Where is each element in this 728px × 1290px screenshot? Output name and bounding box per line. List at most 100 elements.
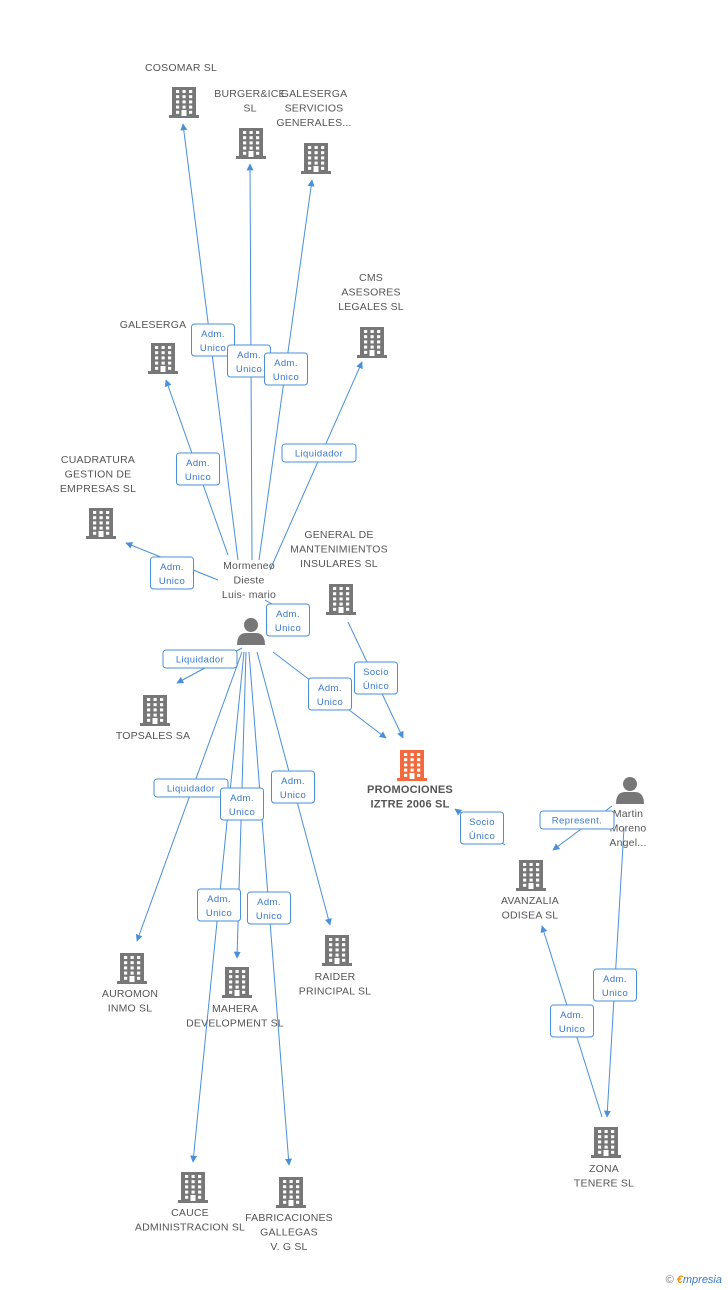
node-cosomar[interactable]: COSOMAR SL <box>145 62 217 118</box>
edge-label-18[interactable]: Adm. Unico <box>550 1004 594 1038</box>
edge-label-text: Unico <box>275 623 301 634</box>
edge-label-text: Adm. <box>207 894 231 905</box>
edge-label-box <box>247 891 291 925</box>
node-label: Angel... <box>609 837 646 849</box>
edge-label-2[interactable]: Adm.Unico <box>264 352 308 386</box>
node-galeserga_serv[interactable]: GALESERGA SERVICIOS GENERALES... <box>276 88 351 174</box>
edge-label-box <box>354 661 398 695</box>
node-label: BURGER&ICE <box>214 88 285 100</box>
edge-label-5[interactable]: Adm.Unico <box>150 556 194 590</box>
edge-label-text: Liquidador <box>176 655 224 666</box>
edge-label-text: Represent. <box>552 816 602 827</box>
node-martin[interactable]: MartinMorenoAngel... <box>609 777 646 849</box>
edge-label-text: Adm. <box>186 458 210 469</box>
node-promociones[interactable]: PROMOCIONES IZTRE 2006 SL <box>367 750 453 811</box>
building-icon <box>276 1177 306 1208</box>
node-label: MAHERA <box>212 1003 258 1015</box>
edge-label-text: Unico <box>206 908 232 919</box>
edge-mormeneo-to-cms <box>269 361 363 571</box>
edge-label-text: Adm. <box>257 897 281 908</box>
node-label: CUADRATURA <box>61 454 135 466</box>
edge-label-17[interactable]: Adm.Unico <box>593 968 637 1002</box>
edge-label-14[interactable]: Adm.Unico <box>266 603 310 637</box>
building-icon <box>148 343 178 374</box>
edge-label-4[interactable]: Adm.Unico <box>176 452 220 486</box>
node-label: GENERAL DE <box>304 529 373 541</box>
edge-label-0[interactable]: Adm.Unico <box>191 323 235 357</box>
edge-label-text: Liquidador <box>295 449 343 460</box>
edge-label-box <box>308 677 352 711</box>
building-icon <box>516 860 546 891</box>
copyright-symbol: © <box>665 1274 674 1286</box>
node-label: IZTRE 2006 SL <box>370 799 449 811</box>
edge-label-text: Unico <box>280 790 306 801</box>
edge-line <box>269 361 363 571</box>
node-label: ASESORES <box>341 287 400 299</box>
node-label: SL <box>243 103 256 115</box>
copyright-notice: © €mpresia <box>666 1274 722 1286</box>
edge-label-box <box>539 810 615 830</box>
edge-label-text: Adm. <box>318 683 342 694</box>
building-icon <box>222 967 252 998</box>
edge-label-12[interactable]: Adm. Unico <box>197 888 241 922</box>
edge-label-text: Unico <box>236 364 262 375</box>
node-label: ADMINISTRACION SL <box>135 1222 245 1234</box>
edge-label-text: Unico <box>159 576 185 587</box>
edge-label-13[interactable]: Adm.Unico <box>247 891 291 925</box>
edge-label-9[interactable]: Liquidador <box>153 778 229 798</box>
edge-label-10[interactable]: Adm. Unico <box>220 787 264 821</box>
node-raider[interactable]: RAIDER PRINCIPAL SL <box>299 935 371 998</box>
node-label: CMS <box>359 272 383 284</box>
node-burger[interactable]: BURGER&ICE SL <box>214 88 286 159</box>
building-icon <box>397 750 427 781</box>
edge-label-text: Socio <box>363 667 389 678</box>
node-label: GENERALES... <box>276 117 351 129</box>
building-icon <box>86 508 116 539</box>
edge-label-text: Unico <box>559 1024 585 1035</box>
edge-label-text: Liquidador <box>167 784 215 795</box>
node-label: COSOMAR SL <box>145 62 217 74</box>
edge-label-16[interactable]: Represent. <box>539 810 615 830</box>
edge-label-text: Unico <box>602 988 628 999</box>
edge-label-text: Adm. <box>230 793 254 804</box>
node-topsales[interactable]: TOPSALES SA <box>116 695 190 742</box>
node-label: PRINCIPAL SL <box>299 986 371 998</box>
edge-label-box <box>197 888 241 922</box>
node-label: SERVICIOS <box>285 103 344 115</box>
node-label: GESTION DE <box>65 469 132 481</box>
edge-label-text: Socio <box>469 817 495 828</box>
edge-label-box <box>191 323 235 357</box>
edge-label-text: Adm. <box>560 1010 584 1021</box>
edge-label-box <box>264 352 308 386</box>
node-label: Mormeneo <box>223 560 275 572</box>
edge-label-text: Adm. <box>274 358 298 369</box>
node-galeserga[interactable]: GALESERGA <box>120 319 187 374</box>
node-label: GALESERGA <box>281 88 348 100</box>
edge-label-text: Único <box>469 831 495 842</box>
node-label: TOPSALES SA <box>116 730 190 742</box>
edge-label-7[interactable]: Adm.Unico <box>308 677 352 711</box>
edge-label-text: Unico <box>229 807 255 818</box>
node-label: PROMOCIONES <box>367 784 453 796</box>
edge-label-6[interactable]: Liquidador <box>162 649 238 669</box>
edge-label-3[interactable]: Liquidador <box>281 443 357 463</box>
node-label: AVANZALIA <box>501 895 559 907</box>
node-label: V. G SL <box>270 1241 307 1253</box>
edge-label-11[interactable]: Adm.Unico <box>271 770 315 804</box>
node-label: RAIDER <box>315 971 356 983</box>
edge-label-text: Unico <box>200 343 226 354</box>
edge-label-text: Único <box>363 681 389 692</box>
building-icon <box>301 143 331 174</box>
